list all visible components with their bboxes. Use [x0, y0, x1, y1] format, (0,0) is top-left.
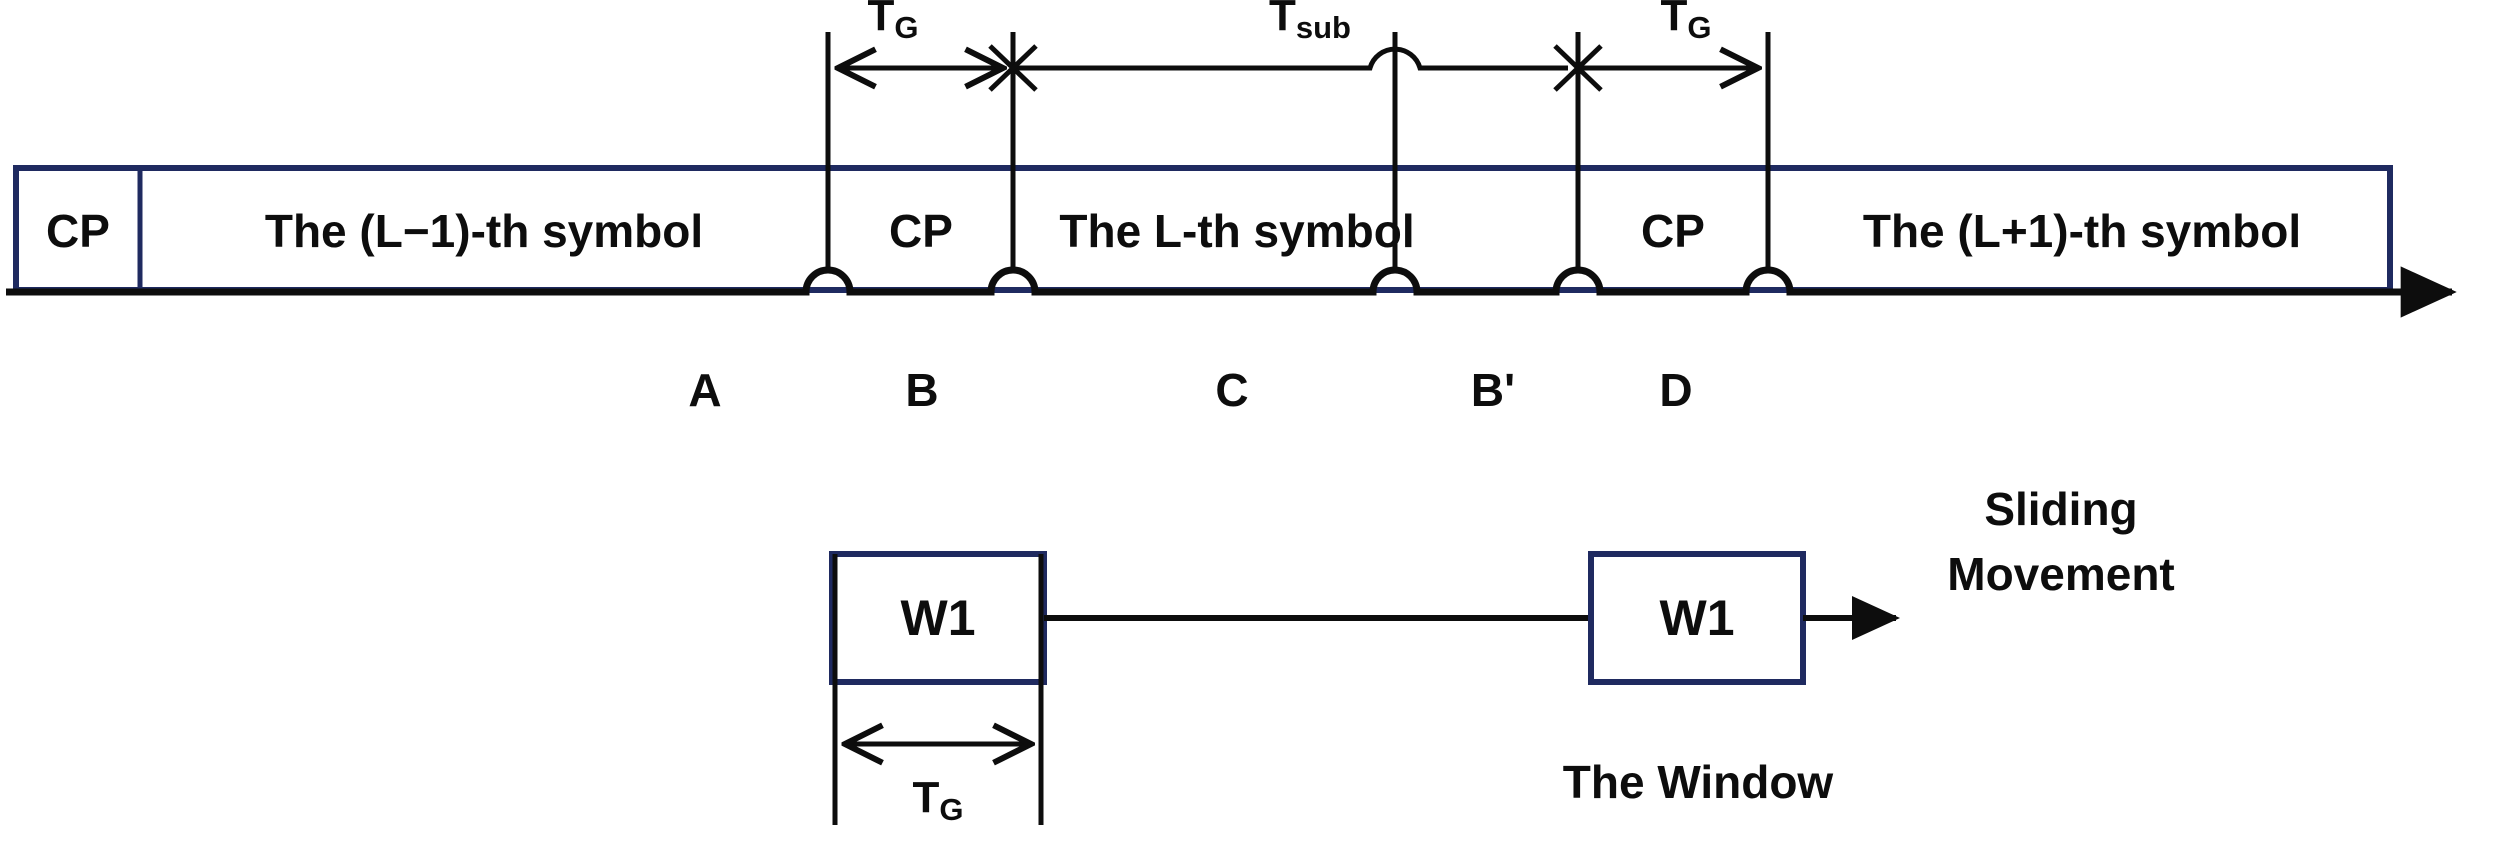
cell-label-symbol-l: The L-th symbol — [1059, 205, 1414, 257]
cell-label-symbol-lp1: The (L+1)-th symbol — [1863, 205, 2301, 257]
window-width-dim-label: TG — [912, 773, 963, 827]
window-box-start[interactable] — [829, 551, 1047, 685]
timeline-frame — [13, 165, 2393, 293]
segment-labels: A B C B' D — [688, 364, 1692, 416]
cell-label-symbol-lm1: The (L−1)-th symbol — [265, 205, 703, 257]
timeline-outer-box — [13, 165, 2393, 293]
sliding-movement-label-line1: Sliding — [1984, 483, 2137, 535]
segment-label-c: C — [1215, 364, 1248, 416]
window-box-end-label: W1 — [1660, 590, 1735, 646]
segment-label-b: B — [905, 364, 938, 416]
cell-label-cp-l: CP — [889, 205, 953, 257]
cell-label-cp-next: CP — [1641, 205, 1705, 257]
sliding-movement-label-line2: Movement — [1947, 548, 2174, 600]
timeline-cell-labels: CP The (L−1)-th symbol CP The L-th symbo… — [46, 205, 2301, 257]
window-box-end[interactable] — [1588, 551, 1806, 685]
window-box-start-label: W1 — [901, 590, 976, 646]
dim-cross-ticks — [988, 44, 1603, 92]
dim-label-tg-left: TG — [867, 0, 918, 45]
segment-label-d: D — [1659, 364, 1692, 416]
dim-label-tg-right: TG — [1660, 0, 1711, 45]
dimension-labels: TG Tsub TG — [867, 0, 1711, 45]
cell-label-cp-prev: CP — [46, 205, 110, 257]
time-axis-line-with-hops — [6, 266, 2457, 318]
time-axis — [6, 266, 2457, 318]
dim-arrow-tsub-with-hop — [1013, 46, 1568, 71]
marker-lines — [825, 32, 1771, 270]
dim-label-tsub: Tsub — [1269, 0, 1351, 45]
segment-label-a: A — [688, 364, 721, 416]
window-caption: The Window — [1563, 756, 1834, 808]
sliding-window-group: W1 TG W1 The Window Sliding Movement — [829, 483, 2175, 827]
dimension-line-group — [838, 44, 1758, 92]
segment-label-b-prime: B' — [1471, 364, 1515, 416]
